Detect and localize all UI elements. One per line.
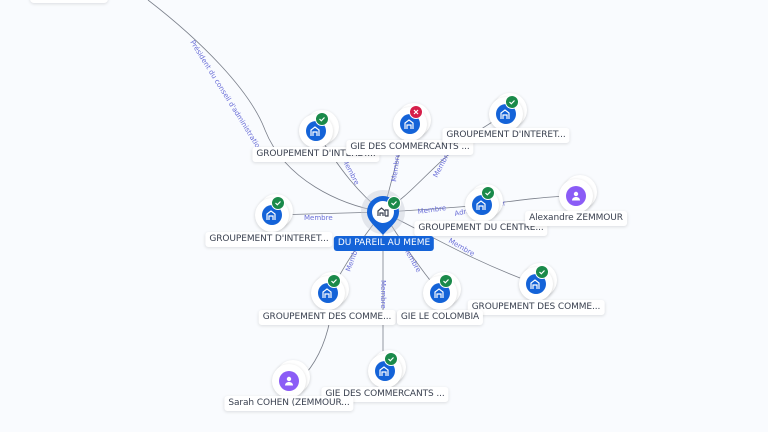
node-circle	[255, 196, 289, 232]
building-icon	[262, 205, 282, 225]
edge-label-n5: Membre	[417, 204, 446, 216]
node-label: GROUPEMENT D'INTERET...	[205, 232, 333, 247]
node-circle	[423, 274, 457, 310]
node-circle	[519, 265, 553, 301]
node-label: GROUPEMENT DU CENTRE...	[414, 221, 548, 236]
person-icon	[279, 371, 299, 391]
edge-label-n10: Membre	[379, 280, 387, 309]
person-icon	[566, 186, 586, 206]
edge-president	[147, 0, 384, 213]
check-icon	[384, 352, 398, 366]
check-icon	[505, 95, 519, 109]
offscreen-node-card[interactable]	[30, 0, 108, 3]
node-circle	[489, 95, 523, 131]
node-label: Alexandre ZEMMOUR	[525, 211, 627, 226]
node-circle	[393, 105, 427, 141]
node-circle	[272, 364, 306, 398]
building-icon	[400, 114, 420, 134]
edge-label-n4: Membre	[304, 214, 333, 222]
node-circle	[299, 112, 333, 148]
node-label: GROUPEMENT DES COMME...	[467, 300, 605, 315]
building-icon	[526, 274, 546, 294]
center-node-label: DU PAREIL AU MEME	[333, 236, 435, 251]
building-icon	[318, 283, 338, 303]
node-label: GROUPEMENT DES COMME...	[258, 310, 396, 325]
node-circle	[311, 274, 345, 310]
building-icon	[472, 195, 492, 215]
node-circle	[465, 186, 499, 222]
check-icon	[327, 274, 341, 288]
building-icon	[496, 104, 516, 124]
node-circle	[368, 352, 402, 388]
check-icon	[535, 265, 549, 279]
building-icon	[375, 361, 395, 381]
edge-membre-n7	[382, 211, 537, 285]
edge-label-n2: Membre	[390, 153, 402, 182]
node-label: GIE DES COMMERCANTS ...	[346, 140, 474, 155]
node-circle	[559, 179, 593, 213]
building-icon	[306, 121, 326, 141]
check-icon	[315, 112, 329, 126]
node-label: Sarah COHEN (ZEMMOUR...	[224, 396, 354, 411]
building-icon	[430, 283, 450, 303]
check-icon	[387, 196, 401, 210]
close-icon	[409, 105, 423, 119]
check-icon	[271, 196, 285, 210]
node-label: GROUPEMENT D'INTERET...	[442, 128, 570, 143]
check-icon	[439, 274, 453, 288]
check-icon	[481, 186, 495, 200]
edge-label-president: Président du conseil d'administration	[188, 39, 264, 153]
node-label: GIE LE COLOMBIA	[396, 310, 484, 325]
